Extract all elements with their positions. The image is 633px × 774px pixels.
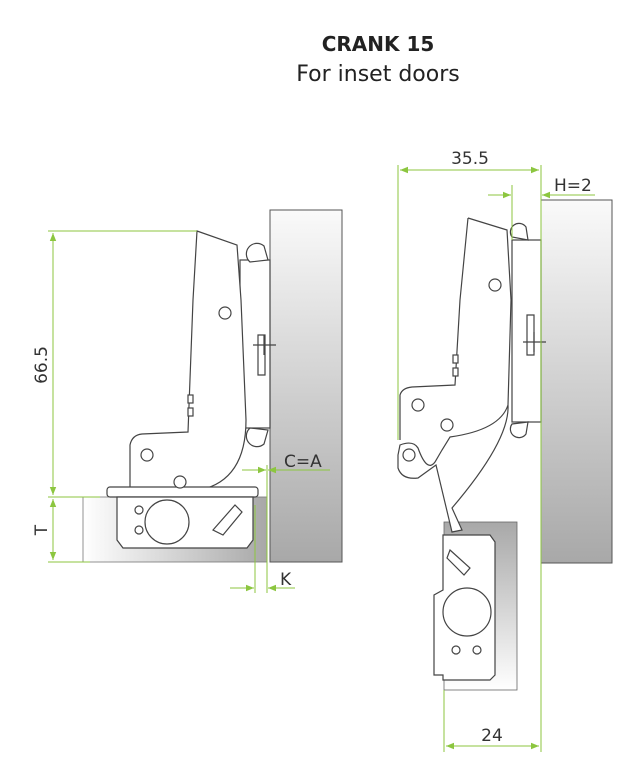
diagram-subtitle: For inset doors	[296, 62, 460, 87]
k-dimension-label: K	[280, 570, 292, 590]
door-dimension-label: 24	[481, 726, 503, 746]
dimension-lines	[397, 165, 595, 752]
gap-dimension-label: C=A	[284, 452, 322, 472]
thickness-dimension-label: T	[32, 524, 52, 536]
right-view: 35.5 H=2 24	[397, 149, 613, 752]
hinge-open	[397, 217, 546, 681]
cabinet-side-panel	[269, 209, 343, 563]
diagram-title: CRANK 15	[321, 32, 435, 56]
width-dimension-label: 35.5	[451, 149, 489, 169]
h-dimension-label: H=2	[554, 176, 592, 196]
left-view: 66.5 T C=A K	[32, 209, 343, 593]
hinge	[106, 230, 276, 549]
height-dimension-label: 66.5	[32, 346, 52, 384]
cabinet-side-panel	[540, 199, 613, 564]
hinge-arm	[397, 217, 512, 533]
dimension-lines	[48, 230, 330, 593]
